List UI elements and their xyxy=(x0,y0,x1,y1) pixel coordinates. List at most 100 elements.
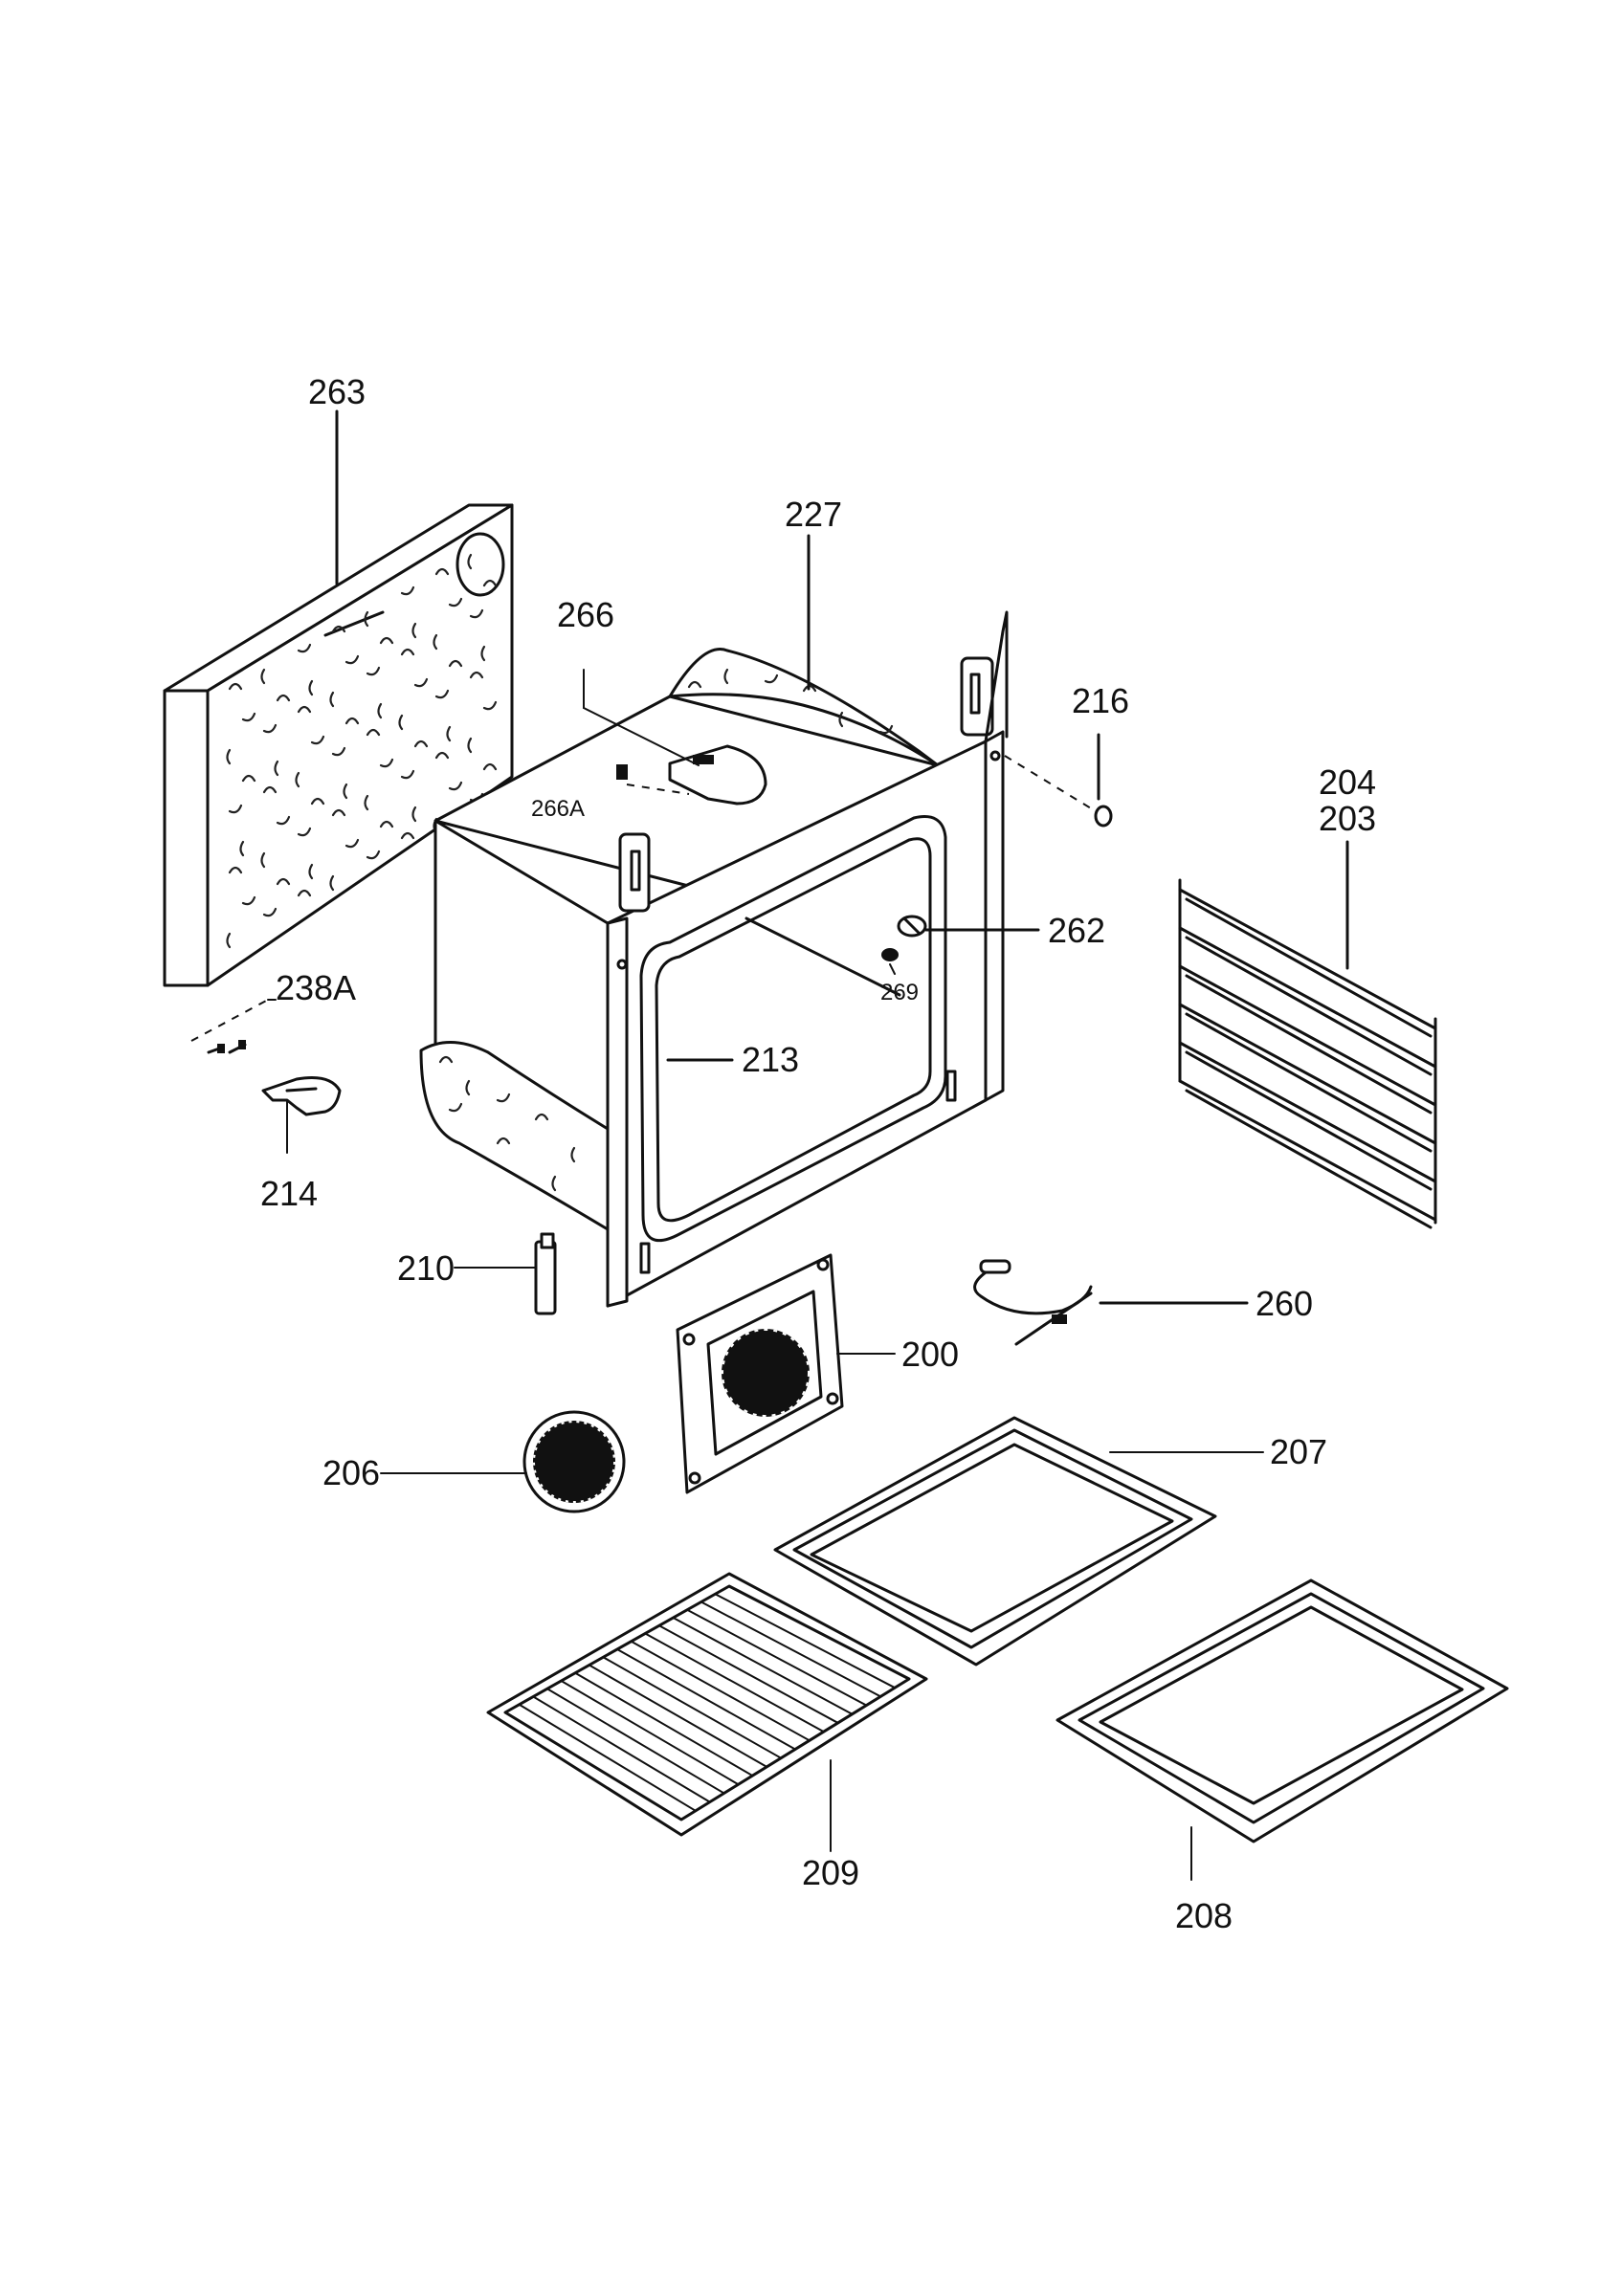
insulation-texture-mark xyxy=(260,851,266,869)
insulation-texture-mark xyxy=(534,1113,549,1121)
insulation-texture-mark xyxy=(276,815,291,826)
rail-wire xyxy=(1185,1012,1433,1153)
insulation-texture-mark xyxy=(570,1146,576,1163)
insulation-texture-mark xyxy=(262,723,278,734)
insulation-texture-mark xyxy=(448,659,463,668)
grid-bar xyxy=(545,1688,725,1795)
insulation-texture-mark xyxy=(344,654,360,665)
insulation-texture-mark xyxy=(241,712,256,722)
insulation-texture-mark xyxy=(379,758,394,768)
grid-bar xyxy=(714,1593,897,1689)
insulation-texture-mark xyxy=(878,724,894,735)
insulation-texture-mark xyxy=(241,895,256,906)
label-204: 204 xyxy=(1319,762,1376,802)
part-263-insulation-panel xyxy=(163,503,514,987)
rail-wire xyxy=(1178,926,1437,1069)
label-206: 206 xyxy=(322,1453,380,1492)
insulation-texture-mark xyxy=(411,622,417,639)
insulation-texture-mark xyxy=(838,711,844,728)
insulation-texture-mark xyxy=(276,694,291,702)
insulation-texture-mark xyxy=(400,585,415,596)
label-216: 216 xyxy=(1072,681,1129,720)
insulation-texture-mark xyxy=(262,785,278,794)
insulation-texture-mark xyxy=(228,682,243,691)
part-269-screw xyxy=(881,948,899,961)
label-209: 209 xyxy=(802,1853,859,1892)
label-266: 266 xyxy=(557,595,614,634)
grid-bar xyxy=(602,1656,783,1759)
label-269: 269 xyxy=(880,980,919,1005)
label-207: 207 xyxy=(1270,1432,1327,1471)
rail-wire xyxy=(1185,936,1433,1076)
rail-wire xyxy=(1178,1041,1437,1183)
grid-bar xyxy=(574,1671,754,1777)
insulation-texture-mark xyxy=(239,840,245,857)
insulation-texture-mark xyxy=(226,748,232,765)
insulation-texture-mark xyxy=(331,746,346,757)
insulation-texture-mark xyxy=(482,700,498,711)
insulation-texture-mark xyxy=(262,907,278,917)
grid-bar xyxy=(630,1640,811,1742)
insulation-texture-mark xyxy=(434,567,450,576)
insulation-texture-mark xyxy=(228,804,243,814)
insulation-texture-mark xyxy=(329,874,335,892)
grid-bar xyxy=(644,1632,825,1733)
insulation-texture-mark xyxy=(366,666,381,676)
label-227: 227 xyxy=(785,495,842,534)
label-260: 260 xyxy=(1255,1284,1313,1323)
insulation-texture-mark xyxy=(448,597,463,607)
grid-bar xyxy=(560,1680,740,1786)
insulation-texture-mark xyxy=(438,1055,454,1064)
insulation-texture-mark xyxy=(723,668,729,685)
part-260-meat-probe xyxy=(973,1259,1093,1346)
insulation-texture-mark xyxy=(297,889,312,897)
insulation-texture-mark xyxy=(413,740,429,748)
rail-wire xyxy=(1185,897,1433,1038)
part-216-screw xyxy=(1094,805,1113,828)
label-238a: 238A xyxy=(276,968,356,1007)
insulation-texture-mark xyxy=(310,735,325,745)
label-263: 263 xyxy=(308,372,366,411)
insulation-texture-mark xyxy=(297,705,312,714)
label-266a: 266A xyxy=(531,796,585,822)
part-204-203-shelf-rails xyxy=(1178,878,1437,1229)
insulation-texture-mark xyxy=(400,648,415,656)
grid-bar xyxy=(657,1624,839,1724)
insulation-texture-mark xyxy=(377,702,383,719)
insulation-texture-mark xyxy=(366,850,381,860)
insulation-texture-mark xyxy=(310,797,325,806)
insulation-texture-mark xyxy=(329,691,335,708)
insulation-texture-mark xyxy=(260,668,266,685)
insulation-texture-mark xyxy=(297,827,312,837)
insulation-texture-mark xyxy=(469,608,484,619)
part-206-grease-filter xyxy=(522,1410,626,1513)
insulation-texture-mark xyxy=(482,579,498,587)
insulation-texture-mark xyxy=(364,610,369,628)
rail-wire xyxy=(1185,1089,1433,1229)
part-208-enamel-tray xyxy=(1055,1578,1509,1843)
insulation-texture-mark xyxy=(434,689,450,699)
insulation-texture-mark xyxy=(433,633,438,651)
insulation-texture-mark xyxy=(295,771,300,788)
label-214: 214 xyxy=(260,1174,318,1213)
insulation-texture-mark xyxy=(467,737,473,754)
insulation-texture-mark xyxy=(496,1093,511,1103)
rail-wire xyxy=(1178,1079,1437,1222)
grid-bar xyxy=(518,1703,697,1812)
insulation-texture-mark xyxy=(398,714,404,731)
label-200: 200 xyxy=(901,1335,959,1374)
insulation-texture-mark xyxy=(379,636,394,645)
insulation-texture-mark xyxy=(480,645,486,662)
insulation-texture-mark xyxy=(496,1137,511,1145)
insulation-texture-mark xyxy=(400,831,415,840)
label-203: 203 xyxy=(1319,799,1376,838)
insulation-texture-mark xyxy=(400,769,415,780)
insulation-texture-mark xyxy=(467,553,473,570)
insulation-texture-mark xyxy=(308,679,314,696)
part-200-fan-cover xyxy=(676,1253,844,1494)
insulation-texture-mark xyxy=(226,932,232,949)
part-209-grid-shelf xyxy=(486,1572,928,1837)
grid-bar xyxy=(532,1695,711,1803)
label-210: 210 xyxy=(397,1248,455,1288)
